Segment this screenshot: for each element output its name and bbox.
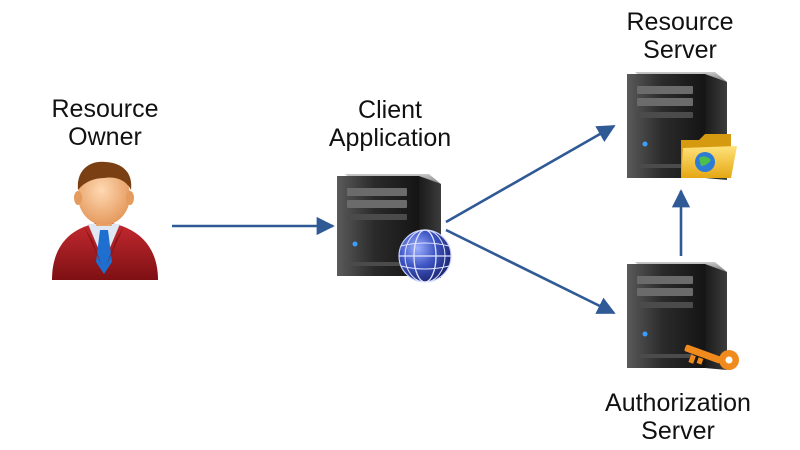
edge-client-to-resource-server — [445, 124, 616, 224]
server-with-folder-icon — [627, 72, 737, 180]
edge-client-to-authorization-server — [445, 228, 616, 315]
edges — [172, 124, 691, 315]
globe-icon — [398, 229, 452, 283]
resource-owner-label-line2: Owner — [68, 123, 142, 151]
authorization-server-label-line2: Server — [641, 417, 715, 445]
server-with-globe-icon — [337, 174, 452, 283]
resource-owner-label-line1: Resource — [51, 95, 159, 123]
folder-icon — [681, 134, 737, 178]
server-with-key-icon — [627, 262, 739, 370]
person-icon — [52, 161, 158, 280]
authorization-server-label-line1: Authorization — [605, 389, 751, 417]
resource-server-label-line1: Resource — [626, 8, 734, 36]
client-application-label-line2: Application — [328, 124, 452, 152]
client-application-label: Client Application — [305, 96, 475, 152]
authorization-server-label: Authorization Server — [578, 389, 778, 445]
resource-server-label-line2: Server — [643, 36, 717, 64]
client-application-label-line1: Client — [358, 96, 422, 124]
resource-server-label: Resource Server — [595, 8, 765, 64]
resource-owner-label: Resource Owner — [20, 95, 190, 151]
key-icon — [684, 344, 739, 370]
